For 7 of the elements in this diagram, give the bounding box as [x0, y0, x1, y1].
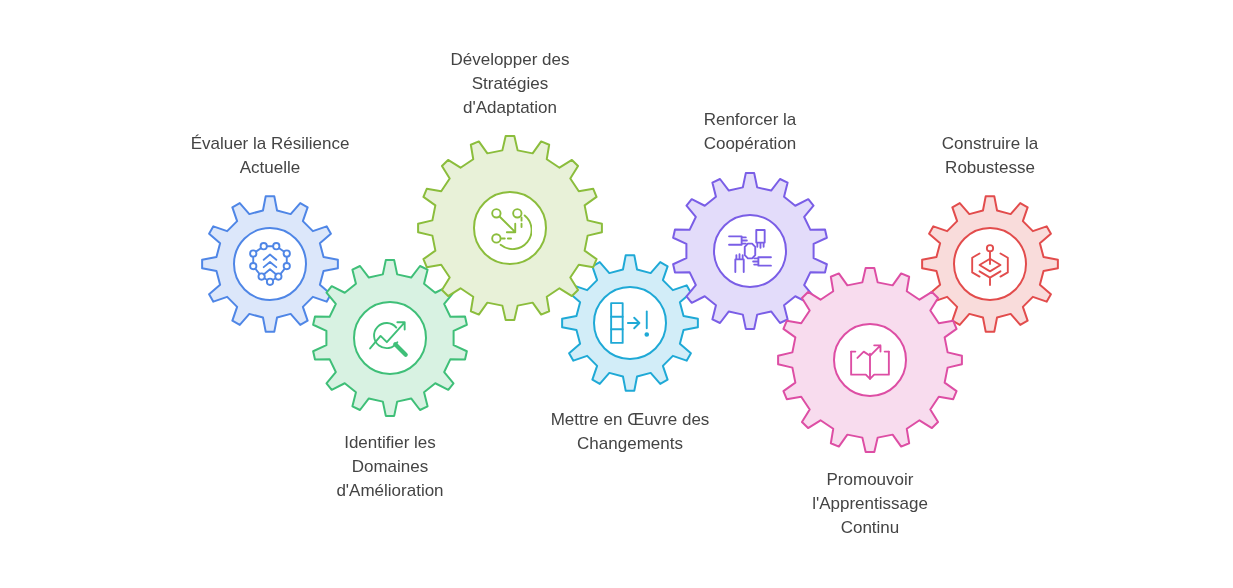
step-label: Construire la Robustesse: [940, 133, 1040, 179]
step-label: Renforcer la Coopération: [702, 109, 798, 155]
step-label: Mettre en Œuvre des Changements: [549, 409, 711, 455]
step-label: Évaluer la Résilience Actuelle: [189, 133, 351, 179]
step-label: Identifier les Domaines d'Amélioration: [335, 432, 445, 502]
step-label: Développer des Stratégies d'Adaptation: [449, 49, 571, 119]
step-label: Promouvoir l'Apprentissage Continu: [811, 469, 929, 539]
